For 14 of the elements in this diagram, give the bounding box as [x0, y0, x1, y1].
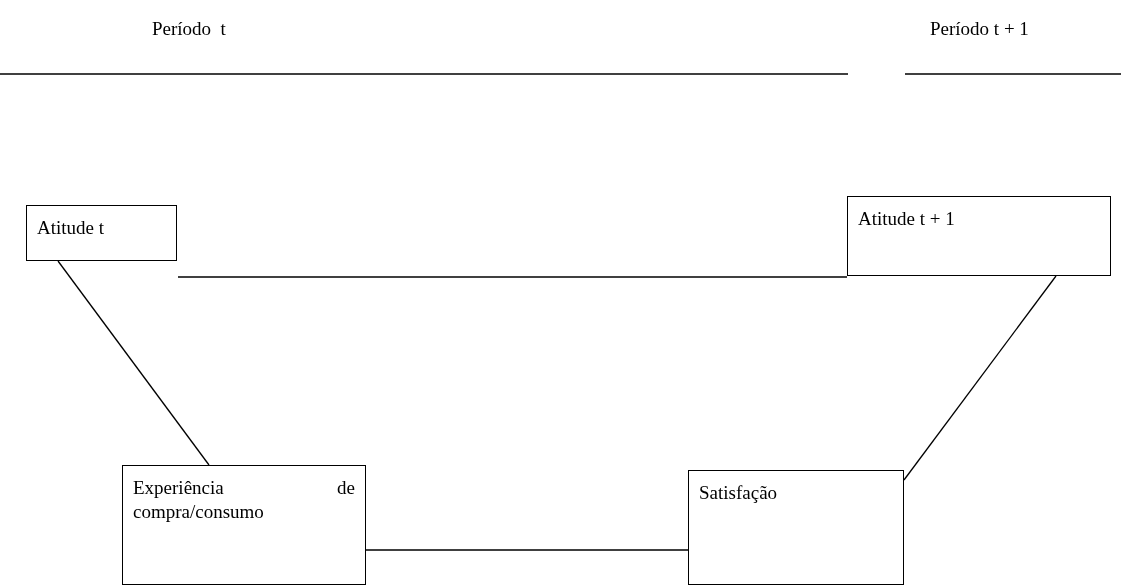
period-label: Período t	[152, 18, 226, 40]
period-label: Período t + 1	[930, 18, 1029, 40]
connector-line	[903, 275, 1057, 481]
concept-box	[122, 465, 366, 585]
concept-box	[688, 470, 904, 585]
box-label: Atitude t + 1	[858, 207, 956, 231]
box-label: Satisfação	[699, 481, 779, 505]
connector-line	[57, 260, 210, 466]
connector-line	[365, 549, 689, 551]
box-label: Experiência de compra/consumo	[133, 476, 355, 524]
concept-box	[26, 205, 177, 261]
connector-line	[177, 276, 848, 278]
box-label: Atitude t	[37, 216, 106, 240]
concept-box	[847, 196, 1111, 276]
